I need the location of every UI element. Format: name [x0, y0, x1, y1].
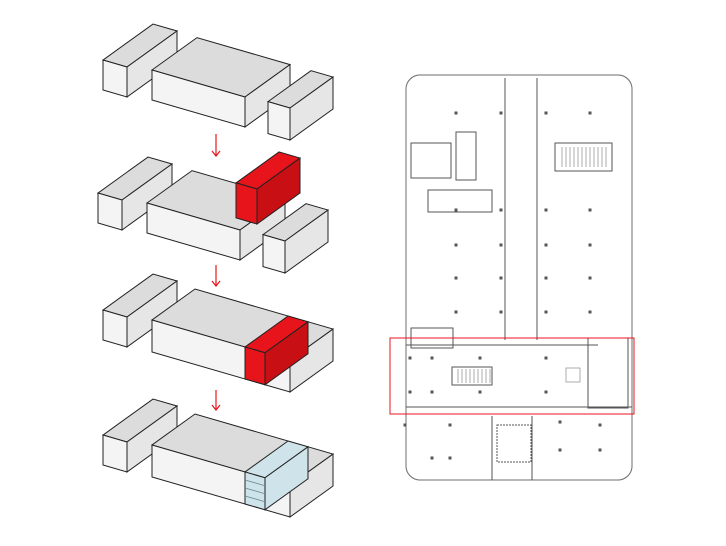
side-face: [289, 453, 334, 518]
main-block: [150, 37, 292, 128]
arrow-head: [211, 404, 221, 411]
structural-column: [499, 208, 503, 212]
massing-sequence: [96, 23, 335, 518]
structural-column: [408, 356, 412, 360]
right-bar-block: [266, 70, 335, 141]
structural-column: [430, 456, 434, 460]
structural-column: [403, 423, 407, 427]
floor-plan: [389, 74, 635, 481]
structural-column: [544, 310, 548, 314]
structural-column: [478, 356, 482, 360]
side-face: [264, 320, 309, 386]
structural-column: [588, 208, 592, 212]
structural-column: [588, 111, 592, 115]
void-opening: [496, 424, 532, 463]
structural-column: [448, 423, 452, 427]
arrow-down-icon: [211, 265, 221, 287]
front-face: [102, 59, 128, 98]
structural-column: [408, 390, 412, 394]
structural-column: [454, 310, 458, 314]
structural-column: [544, 243, 548, 247]
structural-column: [558, 448, 562, 452]
side-face: [284, 209, 329, 274]
furniture: [565, 367, 581, 383]
massing-stage-insert-volume: [96, 151, 330, 274]
side-face: [264, 445, 309, 511]
structural-column: [430, 390, 434, 394]
glass-mullion: [244, 495, 266, 503]
glass-mullion: [244, 479, 266, 487]
structural-column: [499, 243, 503, 247]
front-face: [102, 309, 128, 348]
inserted-volume-red: [234, 151, 302, 225]
front-face: [267, 100, 291, 141]
left-bar-block: [96, 156, 174, 231]
structural-column: [454, 243, 458, 247]
structural-column: [448, 456, 452, 460]
glass-mullion: [244, 487, 266, 495]
structural-column: [544, 111, 548, 115]
left-bar-block: [101, 23, 179, 98]
front-face: [262, 233, 286, 274]
east-stair-core: [587, 337, 629, 409]
arrow-head: [211, 280, 221, 287]
massing-stage-cut-band: [101, 273, 335, 393]
structural-column: [588, 276, 592, 280]
structural-column: [598, 448, 602, 452]
massing-stage-glazed-atrium: [101, 398, 335, 518]
structural-column: [544, 390, 548, 394]
side-face: [256, 157, 301, 225]
structural-column: [558, 420, 562, 424]
structural-column: [588, 310, 592, 314]
building-outline: [405, 74, 633, 481]
structural-column: [499, 310, 503, 314]
arrow-down-icon: [211, 134, 221, 157]
structural-column: [454, 208, 458, 212]
structural-column: [478, 390, 482, 394]
side-face: [289, 76, 334, 141]
structural-column: [430, 356, 434, 360]
stair-core: [410, 142, 452, 179]
structural-column: [454, 276, 458, 280]
arrow-down-icon: [211, 390, 221, 411]
right-bar-block: [261, 203, 330, 274]
structural-column: [544, 356, 548, 360]
structural-column: [454, 111, 458, 115]
left-bar-block: [101, 273, 179, 348]
front-face: [97, 192, 123, 231]
side-face: [289, 328, 334, 393]
massing-stage-existing: [101, 23, 335, 141]
structural-column: [588, 243, 592, 247]
lift-core: [455, 131, 477, 181]
structural-column: [499, 111, 503, 115]
outer-glazing: [405, 74, 633, 481]
structural-column: [499, 276, 503, 280]
arrow-head: [211, 150, 221, 157]
structural-column: [544, 208, 548, 212]
highlight-frame-red: [389, 337, 635, 415]
cut-band-red: [243, 315, 310, 386]
structural-column: [598, 423, 602, 427]
structural-column: [544, 276, 548, 280]
escalator-core: [554, 142, 613, 172]
front-face: [102, 434, 128, 473]
front-face: [244, 346, 266, 386]
atrium-escalator: [451, 366, 493, 386]
restroom-block: [427, 189, 493, 213]
front-face: [235, 182, 258, 225]
